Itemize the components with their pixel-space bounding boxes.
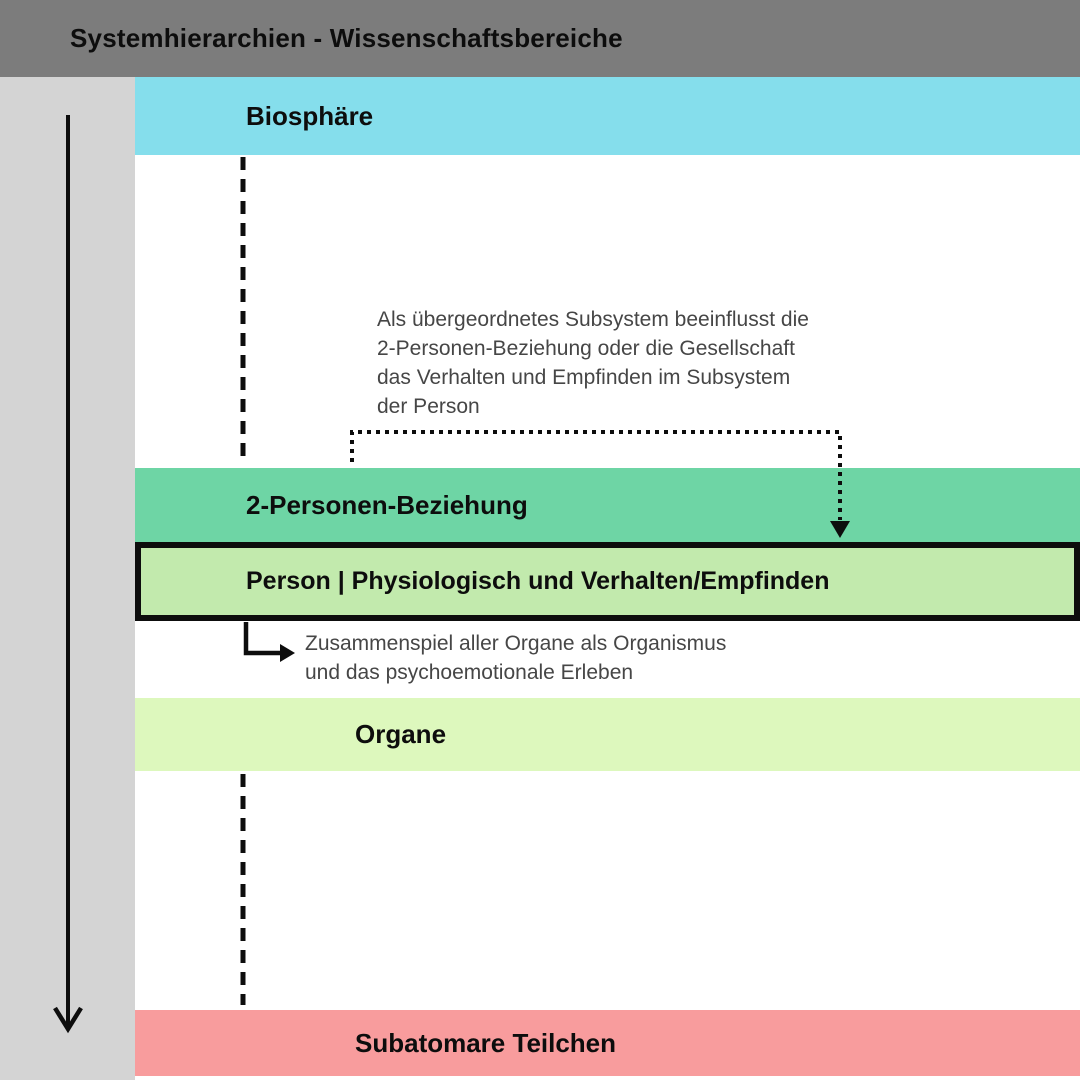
band-2-personen-beziehung-label: 2-Personen-Beziehung (246, 489, 528, 520)
influence-note: Als übergeordnetes Subsystem beeinflusst… (377, 308, 809, 418)
band-subatomare-teilchen-label: Subatomare Teilchen (355, 1027, 617, 1058)
title-bar: Systemhierarchien - Wissenschaftsbereich… (0, 0, 1080, 77)
band-biosphaere: Biosphäre (135, 77, 1080, 155)
hierarchy-scale-sidebar (0, 77, 135, 1080)
organism-note: Zusammenspiel aller Organe als Organismu… (305, 632, 727, 684)
band-person: Person | Physiologisch und Verhalten/Emp… (135, 542, 1080, 621)
band-subatomare-teilchen: Subatomare Teilchen (135, 1010, 1080, 1076)
page-title: Systemhierarchien - Wissenschaftsbereich… (70, 23, 623, 53)
band-organe-label: Organe (355, 719, 447, 749)
band-biosphaere-label: Biosphäre (246, 100, 374, 131)
band-person-label: Person | Physiologisch und Verhalten/Emp… (246, 567, 830, 595)
organism-elbow-arrow-icon (243, 622, 295, 662)
band-organe: Organe (135, 698, 1080, 771)
band-2-personen-beziehung: 2-Personen-Beziehung (135, 468, 1080, 542)
